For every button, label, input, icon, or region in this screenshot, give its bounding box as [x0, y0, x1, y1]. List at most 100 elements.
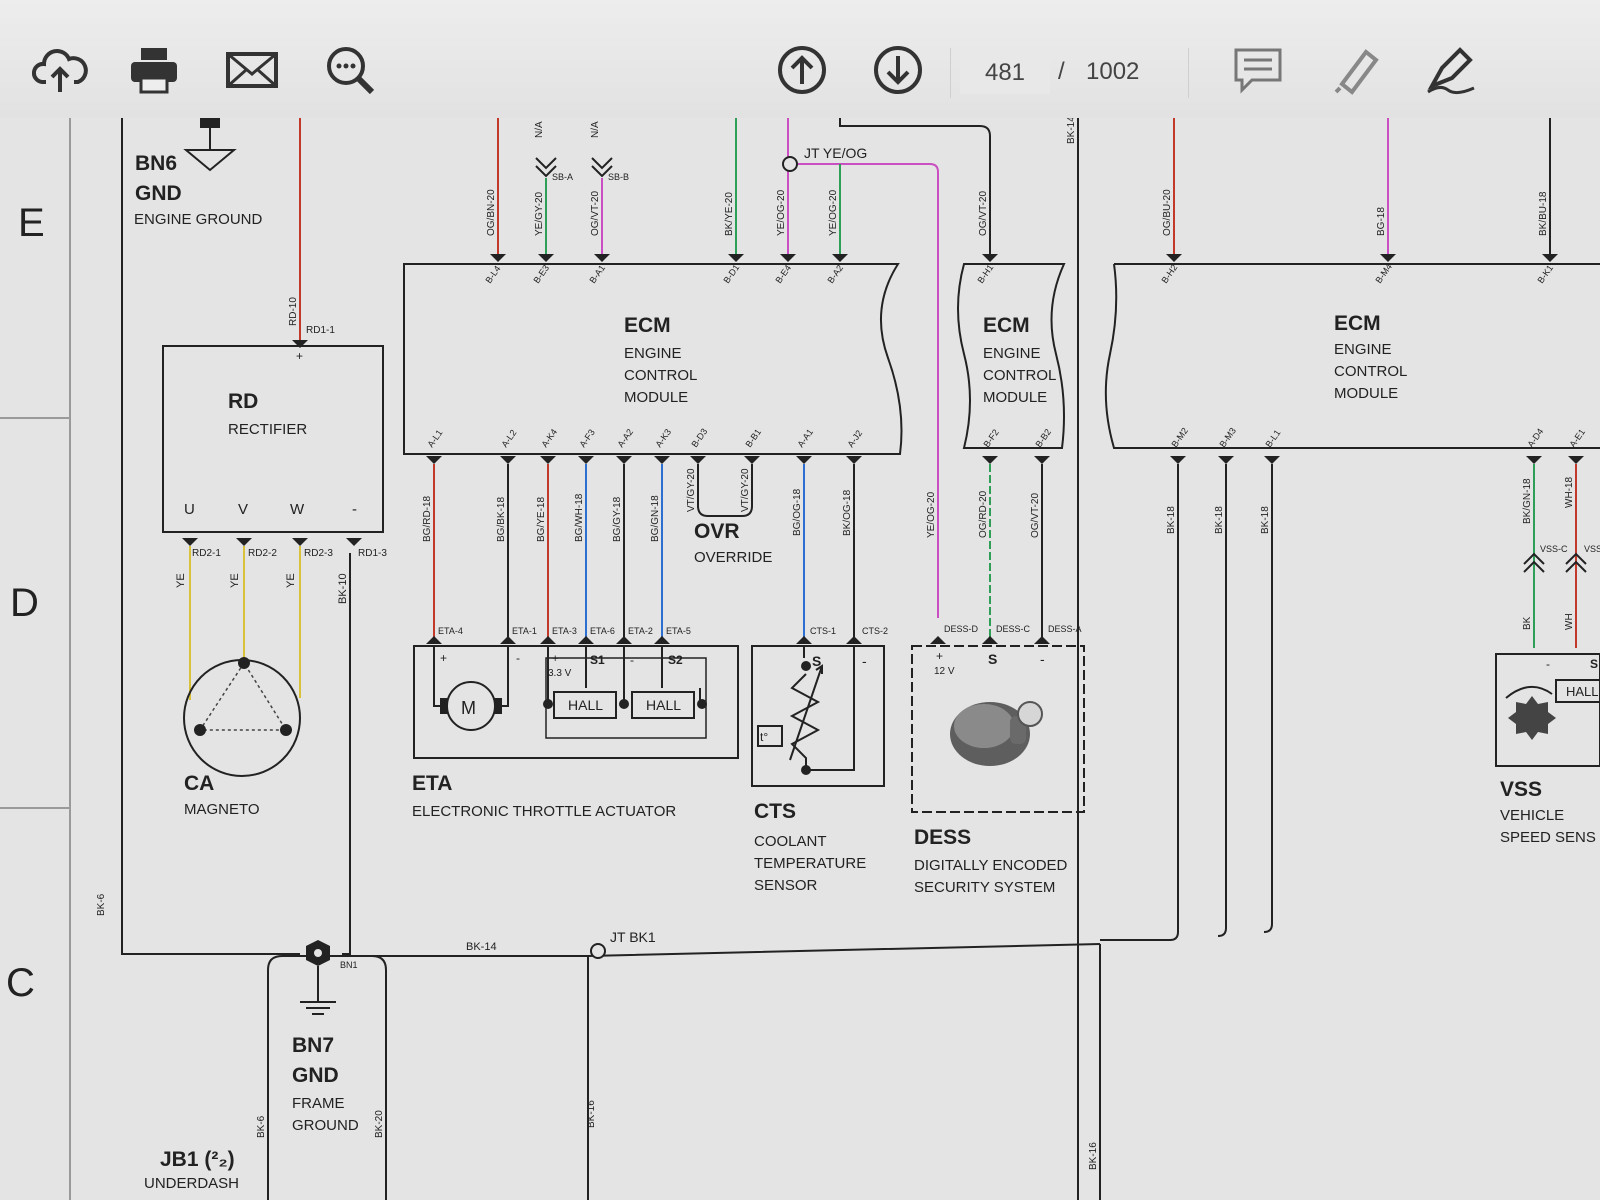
wire-bk16-a: BK-16: [586, 1100, 597, 1128]
dess-minus: -: [1040, 651, 1045, 667]
sign-button[interactable]: [1418, 38, 1482, 102]
splice-vss-c: VSS-C: [1540, 544, 1568, 554]
wire-wh-vss: WH: [1564, 613, 1575, 630]
rd-code: RD: [228, 390, 258, 413]
bn7-name2: GROUND: [292, 1117, 359, 1134]
ecm3-name3: MODULE: [1334, 385, 1398, 402]
pin-eta-2: ETA-2: [628, 626, 653, 636]
cts-s: S: [812, 653, 821, 669]
vss-name2: SPEED SENS: [1500, 829, 1596, 846]
eta-hall-1: HALL: [568, 697, 603, 713]
next-page-button[interactable]: [866, 38, 930, 102]
ecm3-name2: CONTROL: [1334, 363, 1407, 380]
dess-s: S: [988, 651, 997, 667]
gear-icon: [1508, 696, 1556, 740]
pin-rd1-1: RD1-1: [306, 325, 335, 336]
rd-pin-v: V: [238, 501, 248, 518]
jb1-code: JB1 (²₂): [160, 1148, 235, 1171]
rd-name: RECTIFIER: [228, 421, 307, 438]
wire-bk-top: BK-14: [1066, 118, 1077, 144]
viewer-toolbar: 481 / 1002: [0, 0, 1600, 120]
junction-jt-yeog-label: JT YE/OG: [804, 145, 867, 161]
printer-icon: [131, 48, 177, 94]
pin-eta-4: ETA-4: [438, 626, 463, 636]
ecm1-name3: MODULE: [624, 389, 688, 406]
junction-jt-bk1-label: JT BK1: [610, 929, 656, 945]
ca-magneto: CA MAGNETO: [183, 657, 301, 818]
eta-plus: +: [440, 651, 447, 665]
eta-plus-2: +: [552, 653, 558, 665]
ecm1-name1: ENGINE: [624, 345, 682, 362]
eta-minus: -: [516, 651, 520, 665]
wire-yeog20-b: YE/OG-20: [828, 189, 839, 236]
eta-code: ETA: [412, 772, 452, 795]
bn7-code: BN7: [292, 1034, 334, 1057]
eta-motor-label: M: [461, 698, 476, 718]
bn7-type: GND: [292, 1064, 339, 1087]
ecm-module-1: ECM ENGINE CONTROL MODULE: [403, 263, 903, 455]
rd-pin-w: W: [290, 501, 305, 518]
rd-rectifier: RD-10 RD1-1 + RD RECTIFIER U V W - RD2-1…: [162, 118, 387, 700]
dess-code: DESS: [914, 826, 971, 849]
eta-minus-2: -: [630, 653, 634, 667]
pin-eta-1: ETA-1: [512, 626, 537, 636]
highlight-button[interactable]: [1322, 38, 1386, 102]
toolbar-divider: [950, 48, 951, 98]
comment-button[interactable]: [1226, 38, 1290, 102]
wire-ye-3: YE: [285, 573, 297, 588]
rd-plus: +: [296, 349, 303, 363]
email-button[interactable]: [220, 38, 284, 102]
wire-bk-gn18: BK/GN-18: [1522, 478, 1533, 524]
ecm2-name3: MODULE: [983, 389, 1047, 406]
grid-row-c: C: [6, 961, 35, 1005]
wire-yeog20-a: YE/OG-20: [776, 189, 787, 236]
pin-dess-d: DESS-D: [944, 624, 979, 634]
wire-bg-gy18: BG/GY-18: [612, 496, 623, 542]
previous-page-button[interactable]: [770, 38, 834, 102]
page-number-input[interactable]: 481: [960, 52, 1050, 94]
highlighter-icon: [1334, 49, 1379, 95]
dess-name2: SECURITY SYSTEM: [914, 879, 1055, 896]
search-button[interactable]: [318, 38, 382, 102]
wire-bk16-b: BK-16: [1088, 1142, 1099, 1170]
wire-bk20: BK-20: [374, 1110, 385, 1138]
wire-bk18-a: BK-18: [1166, 506, 1177, 534]
ecm-module-2: ECM ENGINE CONTROL MODULE: [957, 263, 1066, 449]
pen-sign-icon: [1427, 47, 1475, 95]
wire-bk6-b: BK-6: [256, 1115, 267, 1138]
ecm3-code: ECM: [1334, 312, 1381, 335]
wire-og-rd20: OG/RD-20: [978, 490, 989, 538]
pin-eta-3: ETA-3: [552, 626, 577, 636]
wire-bg-og18: BG/OG-18: [792, 488, 803, 536]
ovr-name: OVERRIDE: [694, 549, 772, 566]
print-button[interactable]: [122, 38, 186, 102]
wire-bg18: BG-18: [1376, 207, 1387, 236]
wiring-diagram-page: E D C BN6 GND ENGINE GROUND RD-10 RD1-1 …: [0, 118, 1600, 1200]
wire-ye-2: YE: [229, 573, 241, 588]
pin-dess-a: DESS-A: [1048, 624, 1082, 634]
wire-bg-ye18: BG/YE-18: [536, 497, 547, 542]
wire-bg-wh18: BG/WH-18: [574, 493, 585, 542]
bn6-ground: BN6 GND ENGINE GROUND: [134, 118, 263, 228]
ca-name: MAGNETO: [184, 801, 260, 818]
pin-cts-1: CTS-1: [810, 626, 836, 636]
cts-code: CTS: [754, 800, 796, 823]
wire-bk18-c: BK-18: [1260, 506, 1271, 534]
vss-code: VSS: [1500, 778, 1542, 801]
wire-og-vt20-c: OG/VT-20: [1030, 493, 1041, 538]
ecm2-name1: ENGINE: [983, 345, 1041, 362]
pin-eta-6: ETA-6: [590, 626, 615, 636]
wire-na-2: N/A: [590, 121, 601, 138]
wire-bg-gn18: BG/GN-18: [650, 495, 661, 542]
pin-eta-5: ETA-5: [666, 626, 691, 636]
arrow-up-circle-icon: [778, 46, 826, 94]
wire-rd10: RD-10: [288, 297, 299, 326]
vss-minus: -: [1546, 657, 1550, 671]
junction-jt-yeog: [782, 156, 798, 172]
wire-wh18: WH-18: [1564, 476, 1575, 508]
arrow-down-circle-icon: [874, 46, 922, 94]
splice-vss-b: VSS: [1584, 544, 1600, 554]
upload-button[interactable]: [28, 38, 92, 102]
wire-bk-bu18: BK/BU-18: [1538, 191, 1549, 236]
page-separator: /: [1058, 58, 1065, 85]
